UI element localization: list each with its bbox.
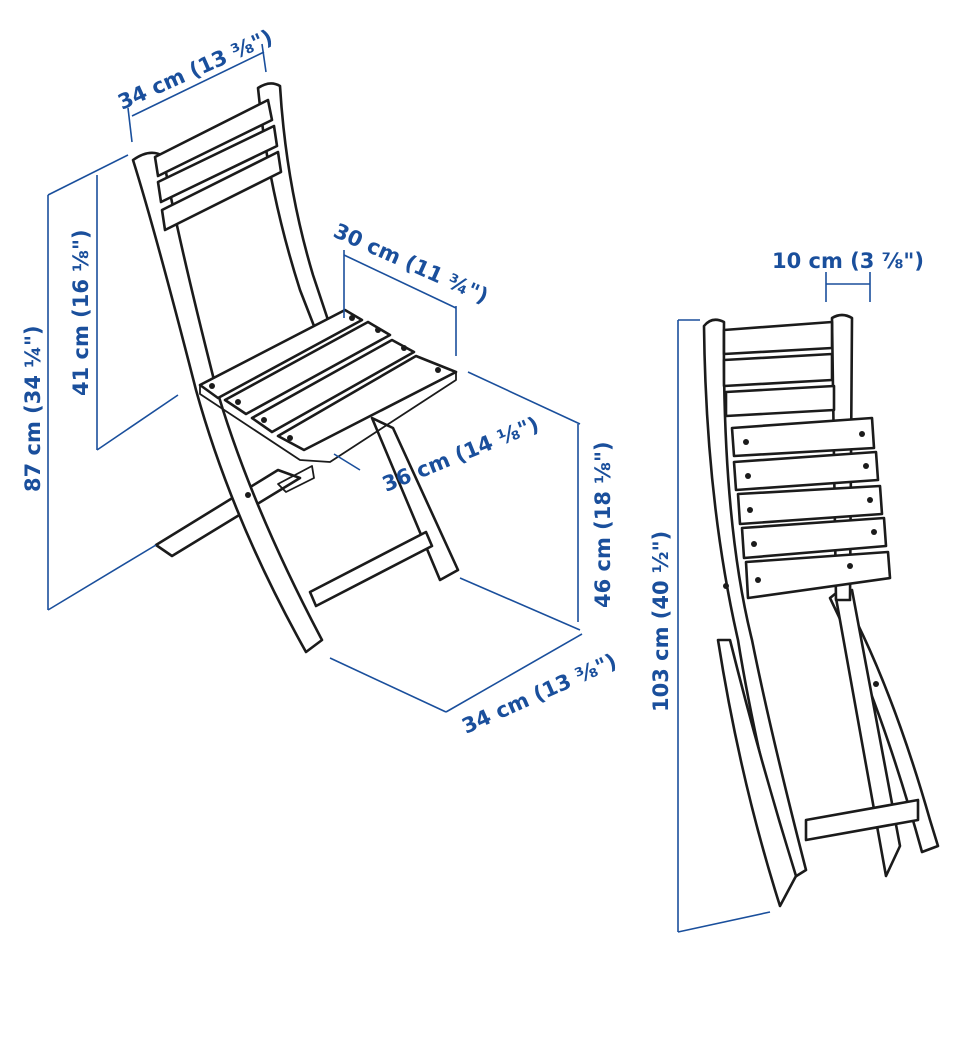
folded-seat-slat-1 xyxy=(730,416,876,458)
bolt xyxy=(867,497,873,503)
bolt xyxy=(209,383,215,389)
label-backrest-width: 34 cm (13 ⅜") xyxy=(114,25,276,115)
bolt xyxy=(747,507,753,513)
bolt xyxy=(261,417,267,423)
folded-seat-slat-3 xyxy=(736,484,884,526)
folded-left-upright xyxy=(702,318,808,882)
folded-back-slat-2 xyxy=(722,352,834,388)
lower-stretcher xyxy=(308,530,434,608)
label-backrest-height: 41 cm (16 ⅛") xyxy=(69,229,93,396)
dim-ext xyxy=(459,577,581,631)
back-slat-1 xyxy=(153,98,274,178)
bolt xyxy=(755,577,761,583)
dim-ext xyxy=(333,453,361,471)
seat-slat-2 xyxy=(223,320,392,416)
label-folded-height: 103 cm (40 ½") xyxy=(649,531,673,712)
bolt xyxy=(751,541,757,547)
bolt xyxy=(871,529,877,535)
bolt xyxy=(859,431,865,437)
label-folded-thickness: 10 cm (3 ⅞") xyxy=(772,249,924,273)
dim-line-backrest-width xyxy=(131,51,265,117)
bolt xyxy=(235,399,241,405)
folded-lower-stretcher xyxy=(804,798,920,842)
back-slat-3 xyxy=(160,150,283,232)
bolt xyxy=(863,463,869,469)
bolt xyxy=(743,439,749,445)
folded-left-upright-2 xyxy=(716,638,798,908)
folded-chair-drawing xyxy=(702,313,940,908)
bolt xyxy=(745,473,751,479)
label-base-width: 34 cm (13 ⅜") xyxy=(458,649,620,739)
folded-seat-slat-4 xyxy=(740,516,888,560)
unfolded-chair-drawing xyxy=(131,82,460,654)
dim-line-base-width xyxy=(329,657,447,713)
bolt xyxy=(847,563,853,569)
dimension-lines xyxy=(47,43,871,933)
dim-ext xyxy=(96,394,179,451)
folded-seat-slat-5 xyxy=(744,550,892,600)
seat-slat-3 xyxy=(250,338,416,434)
bolt xyxy=(401,345,407,351)
bolt xyxy=(873,681,879,687)
dim-ext xyxy=(47,154,129,196)
label-total-height: 87 cm (34 ¼") xyxy=(21,325,45,492)
dim-ext xyxy=(677,911,771,933)
label-seat-height: 46 cm (18 ⅛") xyxy=(591,441,615,608)
seat-frame xyxy=(199,371,457,463)
folded-back-slat-1 xyxy=(722,320,834,356)
bolt xyxy=(245,492,251,498)
back-slat-2 xyxy=(156,124,279,204)
dim-tick xyxy=(127,107,133,143)
dim-ext xyxy=(47,544,157,611)
bolt xyxy=(375,327,381,333)
bolt xyxy=(287,435,293,441)
dim-ext xyxy=(445,633,583,713)
dim-ext xyxy=(467,371,581,425)
bolt xyxy=(723,583,729,589)
dim-line-seat-depth-top xyxy=(343,254,457,309)
label-seat-depth-top: 30 cm (11 ¾") xyxy=(330,219,492,309)
folded-seat-slat-2 xyxy=(732,450,880,492)
bolt xyxy=(349,315,355,321)
dim-tick xyxy=(261,43,267,73)
bolt xyxy=(435,367,441,373)
folded-back-slat-3 xyxy=(724,384,836,418)
seat-slat-1 xyxy=(198,308,364,400)
seat-support xyxy=(277,465,315,493)
